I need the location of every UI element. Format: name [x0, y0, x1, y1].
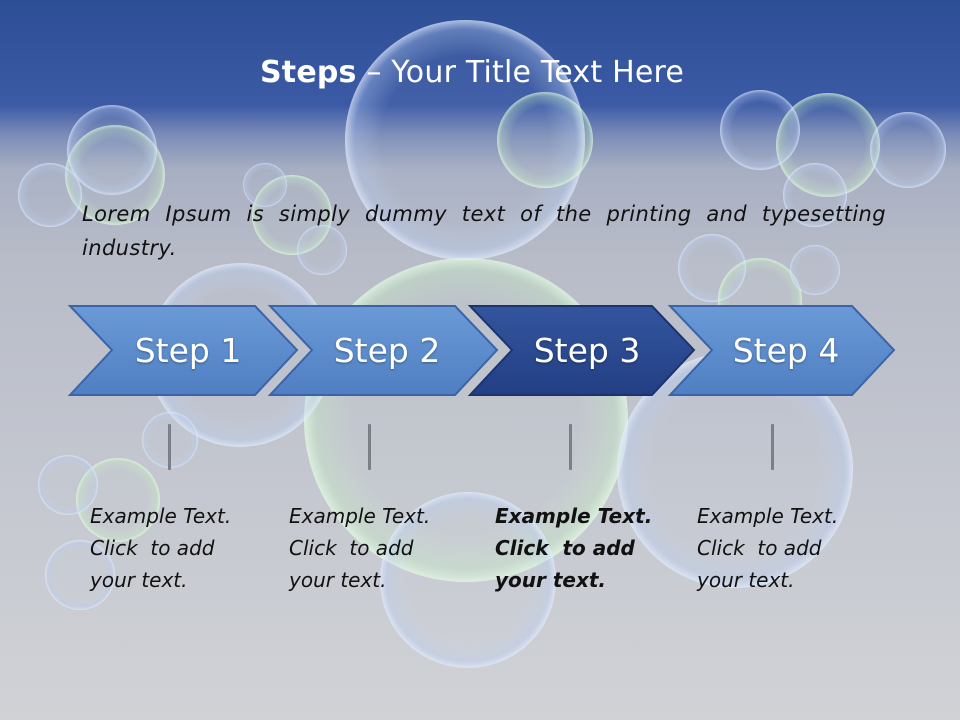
step-4-line-2: Click to add	[697, 536, 822, 560]
slide-title: Steps – Your Title Text Here	[0, 55, 944, 90]
step-1-line-1: Example Text.	[90, 504, 232, 528]
step-1-line-2: Click to add	[90, 536, 215, 560]
title-bold-part: Steps	[259, 55, 357, 90]
step-3-label: Step 3	[533, 331, 641, 370]
step-4-text[interactable]: Example Text. Click to add your text.	[697, 500, 872, 596]
step-2-line-1: Example Text.	[289, 504, 431, 528]
step-2-arrow[interactable]	[267, 305, 499, 396]
step-2-label: Step 2	[333, 331, 441, 370]
step-4-label: Step 4	[732, 331, 840, 370]
step-2-line-3: your text.	[289, 568, 387, 592]
step-4-connector	[771, 424, 774, 470]
step-4-line-1: Example Text.	[697, 504, 839, 528]
step-1-text[interactable]: Example Text. Click to add your text.	[90, 500, 265, 596]
step-2-text[interactable]: Example Text. Click to add your text.	[289, 500, 464, 596]
step-1-label: Step 1	[134, 331, 242, 370]
step-4-line-3: your text.	[697, 568, 795, 592]
step-3-arrow[interactable]	[467, 305, 696, 396]
step-1-connector	[168, 424, 171, 470]
step-2-line-2: Click to add	[289, 536, 414, 560]
step-3-text[interactable]: Example Text. Click to add your text.	[495, 500, 670, 596]
intro-paragraph: Lorem Ipsum is simply dummy text of the …	[82, 202, 886, 260]
step-4-arrow[interactable]	[667, 305, 896, 396]
step-2-connector	[368, 424, 371, 470]
bubbles-group	[18, 20, 946, 668]
step-1-line-3: your text.	[90, 568, 188, 592]
step-3-line-3: your text.	[495, 568, 607, 592]
step-3-line-1: Example Text.	[495, 504, 653, 528]
step-3-line-2: Click to add	[495, 536, 635, 560]
title-rest-part: – Your Title Text Here	[356, 55, 685, 90]
step-3-connector	[569, 424, 572, 470]
step-1-arrow[interactable]	[67, 305, 299, 396]
